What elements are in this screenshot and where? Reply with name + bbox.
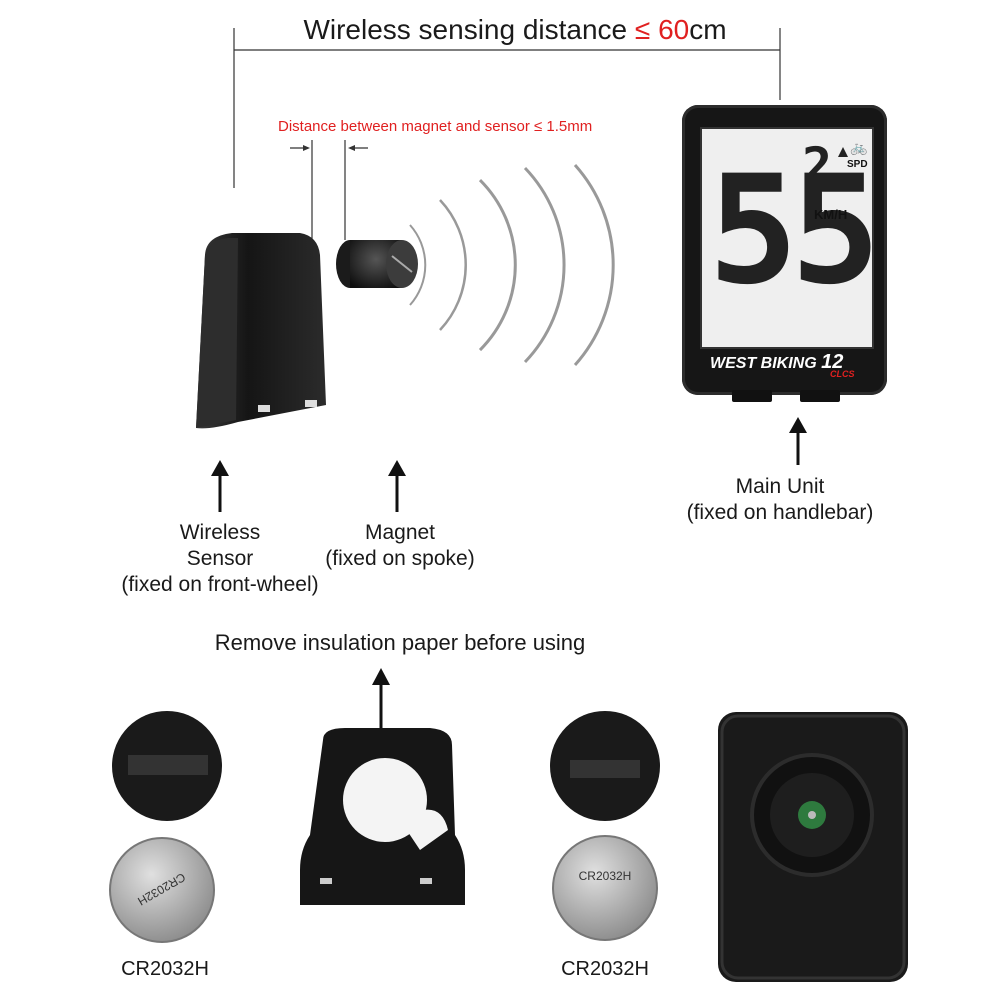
battery-label-right: CR2032H <box>561 958 649 980</box>
battery-cover-left <box>112 711 222 821</box>
sensor-arrow-icon <box>211 460 229 512</box>
main-unit-arrow-icon <box>789 417 807 465</box>
speed-main-digits: 55 <box>708 144 881 318</box>
magnet-arrow-icon <box>388 460 406 512</box>
coin-battery-left: CR2032H <box>109 837 215 943</box>
speed-decimal-digit: 2 <box>802 137 833 195</box>
lcd-screen: 55 2 🚲 SPD KM/H <box>700 127 881 349</box>
coin-text-right: CR2032H <box>579 869 632 883</box>
battery-label-left: CR2032H <box>121 958 209 980</box>
insulation-instruction: Remove insulation paper before using <box>214 630 586 655</box>
main-unit-label: Main Unit (fixed on handlebar) <box>686 475 874 524</box>
brand-logo: WEST BIKING 12 CLCS <box>710 351 855 379</box>
magnet-image <box>336 240 418 288</box>
sensing-distance-title: Wireless sensing distance ≤ 60cm <box>303 14 727 45</box>
sensor-label: Wireless Sensor (fixed on front-wheel) <box>121 521 319 596</box>
up-arrow-icon <box>838 147 848 157</box>
speed-unit: KM/H <box>814 207 848 222</box>
main-unit-back-image <box>718 712 908 982</box>
magnet-label: Magnet (fixed on spoke) <box>325 521 475 570</box>
mode-label: SPD <box>847 159 868 170</box>
magnet-gap-note: Distance between magnet and sensor ≤ 1.5… <box>278 118 593 135</box>
main-unit-image: 55 2 🚲 SPD KM/H WEST BIKING 12 CLCS <box>682 105 887 402</box>
sensor-bottom-image <box>300 728 465 905</box>
battery-cover-right <box>550 711 660 821</box>
bicycle-icon: 🚲 <box>850 139 868 155</box>
coin-battery-right: CR2032H <box>552 835 658 941</box>
